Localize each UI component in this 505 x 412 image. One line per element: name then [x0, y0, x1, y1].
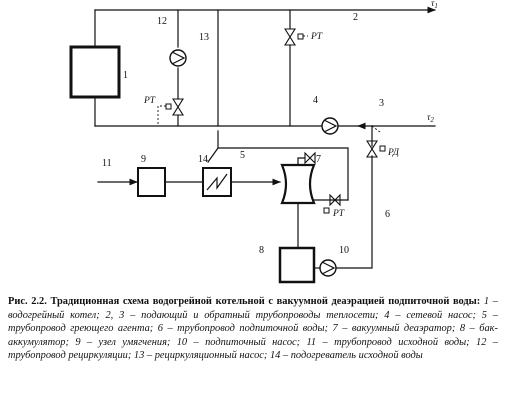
label-2: 2: [353, 12, 358, 23]
makeup-pipe-6: [336, 125, 373, 269]
label-5: 5: [240, 150, 245, 161]
label-11: 11: [102, 158, 112, 169]
tau-1-label: τ1: [431, 0, 438, 10]
impulse-line-makeup: [371, 125, 381, 133]
heater-coil: [206, 173, 228, 191]
figure-caption: Рис. 2.2. Традиционная схема водогрейной…: [8, 295, 498, 363]
regulator-box-deaerator: [323, 207, 330, 214]
label-6: 6: [385, 209, 390, 220]
caption-body: 1 – водогрейный котел; 2, 3 – подающий и…: [8, 296, 498, 362]
label-4: 4: [313, 95, 318, 106]
regulator-box-makeup: [379, 145, 386, 152]
regulator-box-top: [297, 33, 304, 40]
tag-rt-top: РТ: [310, 32, 323, 42]
label-12: 12: [157, 16, 167, 27]
recirculation-pump: [169, 49, 187, 67]
tag-rt-deaerator: РТ: [332, 209, 345, 219]
label-10: 10: [339, 245, 349, 256]
vacuum-deaerator: [280, 163, 316, 205]
supply-bypass-valve: [284, 28, 296, 46]
recirculation-valve: [172, 98, 184, 116]
network-pump: [321, 117, 339, 135]
label-7: 7: [316, 154, 321, 165]
heating-agent-loop: [217, 147, 349, 201]
deaerator-inlet-valve: [329, 193, 341, 207]
label-13: 13: [199, 32, 209, 43]
impulse-line-left: [157, 105, 166, 126]
makeup-pump: [319, 259, 337, 277]
tag-rd: РД: [387, 148, 400, 158]
heating-agent-pipe-5: [207, 9, 219, 163]
source-water-heater: [202, 167, 232, 197]
tau-2-label: τ2: [427, 113, 434, 124]
boiler: [69, 45, 121, 99]
label-9: 9: [141, 154, 146, 165]
label-8: 8: [259, 245, 264, 256]
caption-title: Рис. 2.2. Традиционная схема водогрейной…: [8, 296, 481, 307]
makeup-valve: [366, 140, 378, 158]
regulator-box-left: [165, 103, 172, 110]
label-3: 3: [379, 98, 384, 109]
heating-scheme-diagram: 1 2 3 4 5 6 7 8 9 10 11 12 13 14 РТ РТ Р…: [69, 0, 438, 284]
deaerator-vent-pipe: [297, 157, 306, 166]
softener: [137, 167, 166, 197]
tag-rt-left: РТ: [143, 96, 156, 106]
label-14: 14: [198, 154, 208, 165]
accumulator-tank: [278, 246, 316, 284]
label-1: 1: [123, 70, 128, 81]
deaerator-vent-valve: [304, 151, 316, 165]
